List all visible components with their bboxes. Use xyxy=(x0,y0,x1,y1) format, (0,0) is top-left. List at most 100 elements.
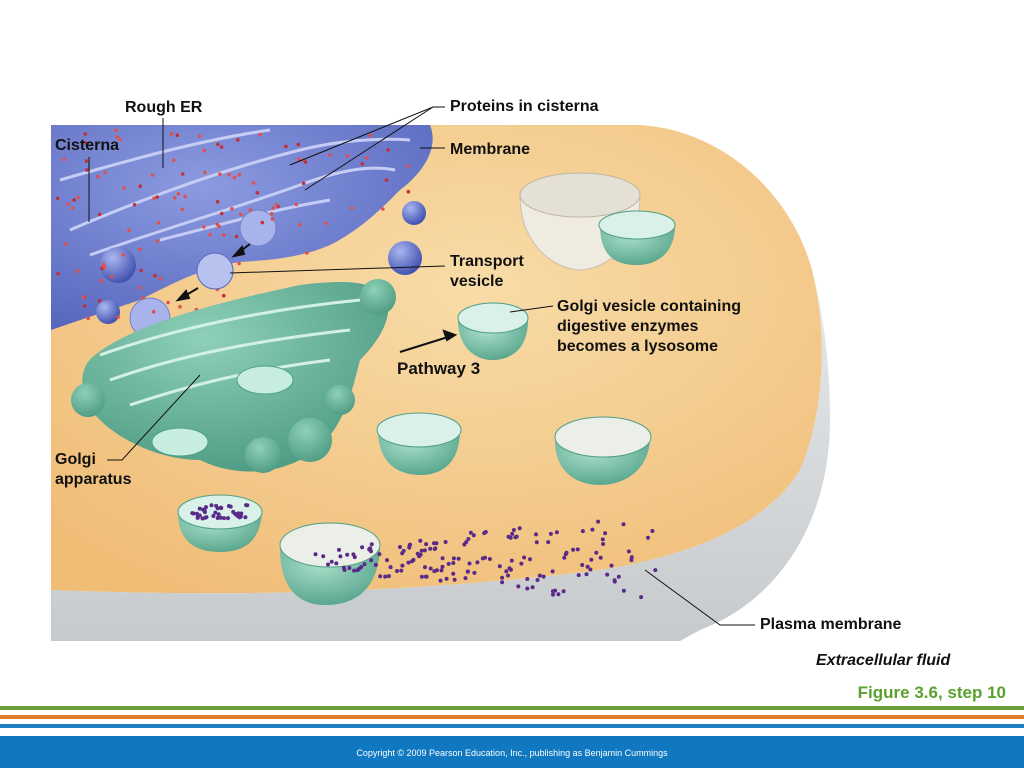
enzyme-dot xyxy=(222,516,226,521)
enzyme-dot xyxy=(590,527,595,532)
enzyme-dot xyxy=(554,530,559,535)
ribosome-dot xyxy=(99,278,104,283)
enzyme-dot xyxy=(197,513,202,518)
enzyme-dot xyxy=(215,506,220,511)
ribosome-dot xyxy=(203,170,207,175)
enzyme-dot xyxy=(211,514,216,518)
enzyme-dot xyxy=(525,577,530,581)
ribosome-dot xyxy=(138,184,142,188)
enzyme-dot xyxy=(464,540,469,545)
enzyme-dot xyxy=(500,575,505,580)
enzyme-dot xyxy=(646,535,650,540)
enzyme-dot xyxy=(443,540,448,544)
enzyme-dot xyxy=(571,547,576,552)
enzyme-dot xyxy=(378,574,383,579)
enzyme-dot xyxy=(355,568,360,573)
ribosome-dot xyxy=(97,212,102,217)
ribosome-dot xyxy=(138,286,142,290)
rough-er xyxy=(51,125,433,339)
enzyme-dot xyxy=(418,552,423,557)
ribosome-dot xyxy=(64,242,68,246)
enzyme-dot xyxy=(548,531,553,536)
enzyme-dot xyxy=(621,588,626,593)
ribosome-dot xyxy=(178,305,182,309)
label-cisterna: Cisterna xyxy=(55,137,120,154)
ribosome-dot xyxy=(274,203,279,207)
enzyme-dot xyxy=(562,555,567,560)
enzyme-dot xyxy=(487,557,492,561)
enzyme-dot xyxy=(456,556,461,561)
golgi-apparatus xyxy=(71,279,396,473)
pathway-arrows xyxy=(175,243,458,353)
enzyme-dot xyxy=(360,545,365,550)
enzyme-dot xyxy=(440,564,445,569)
enzyme-dot xyxy=(400,563,405,568)
ribosome-dot xyxy=(260,220,265,225)
enzyme-dot xyxy=(580,529,585,534)
ribosome-dot xyxy=(384,178,389,182)
ribosome-dot xyxy=(115,135,120,139)
ribosome-dot xyxy=(303,160,308,164)
enzyme-dot xyxy=(373,562,378,567)
enzyme-dot xyxy=(367,546,372,551)
enzyme-dot xyxy=(411,557,416,562)
label-membrane: Membrane xyxy=(450,141,531,158)
label-transport-vesicle: Transport vesicle xyxy=(450,253,524,290)
enzyme-dot xyxy=(576,573,581,578)
ribosome-dot xyxy=(95,174,100,179)
ribosome-dot xyxy=(84,159,89,163)
label-golgi-apparatus: Golgi apparatus xyxy=(55,451,132,488)
enzyme-dot xyxy=(204,505,208,510)
enzyme-dot xyxy=(471,533,476,538)
ribosome-dot xyxy=(82,304,87,308)
ribosome-dot xyxy=(138,247,142,252)
enzyme-dot xyxy=(534,540,539,545)
enzyme-dot xyxy=(197,506,202,511)
enzyme-dot xyxy=(388,565,393,570)
enzyme-dot xyxy=(561,589,566,594)
ribosome-dot xyxy=(114,128,118,132)
copyright-text: Copyright © 2009 Pearson Education, Inc.… xyxy=(356,748,668,758)
leader-lines xyxy=(88,106,755,626)
ribosome-dot xyxy=(270,217,275,221)
ribosome-dot xyxy=(305,251,309,255)
enzyme-dot xyxy=(215,516,220,520)
enzyme-dot xyxy=(511,528,516,532)
enzyme-dot xyxy=(209,503,214,508)
enzyme-dot xyxy=(626,549,631,554)
ribosome-dot xyxy=(175,133,180,137)
fusing-vesicle xyxy=(554,416,652,485)
ribosome-dot xyxy=(350,206,354,211)
ribosome-dot xyxy=(234,234,239,239)
ribosome-dot xyxy=(70,206,75,211)
enzyme-dot xyxy=(423,565,427,570)
vesicle-with-receptors xyxy=(376,412,462,475)
ribosome-dot xyxy=(155,195,159,199)
ribosome-dot xyxy=(298,223,302,227)
enzyme-dot xyxy=(598,555,603,560)
ribosome-dot xyxy=(406,189,411,194)
enzyme-dot xyxy=(537,573,542,578)
figure-caption: Figure 3.6, step 10 xyxy=(857,683,1006,702)
ribosome-dot xyxy=(83,141,88,145)
enzyme-dot xyxy=(321,554,326,559)
ribosome-dot xyxy=(232,175,237,180)
ribosome-dot xyxy=(365,155,369,160)
enzyme-dot xyxy=(334,561,339,566)
ribosome-dot xyxy=(152,196,156,201)
ribosome-dot xyxy=(183,194,187,199)
enzyme-dot xyxy=(337,547,341,552)
enzyme-dot xyxy=(329,559,334,564)
ribosome-dot xyxy=(150,173,155,177)
enzyme-dot xyxy=(424,574,429,579)
enzyme-dot xyxy=(243,515,248,520)
ribosome-dot xyxy=(102,262,106,267)
ribosome-dot xyxy=(118,137,122,142)
ribosome-dot xyxy=(255,191,260,195)
enzyme-dot xyxy=(480,556,485,561)
enzyme-dot xyxy=(585,564,590,569)
enzyme-dot xyxy=(504,569,509,574)
enzyme-dot xyxy=(600,537,605,542)
ribosome-dot xyxy=(208,232,212,237)
